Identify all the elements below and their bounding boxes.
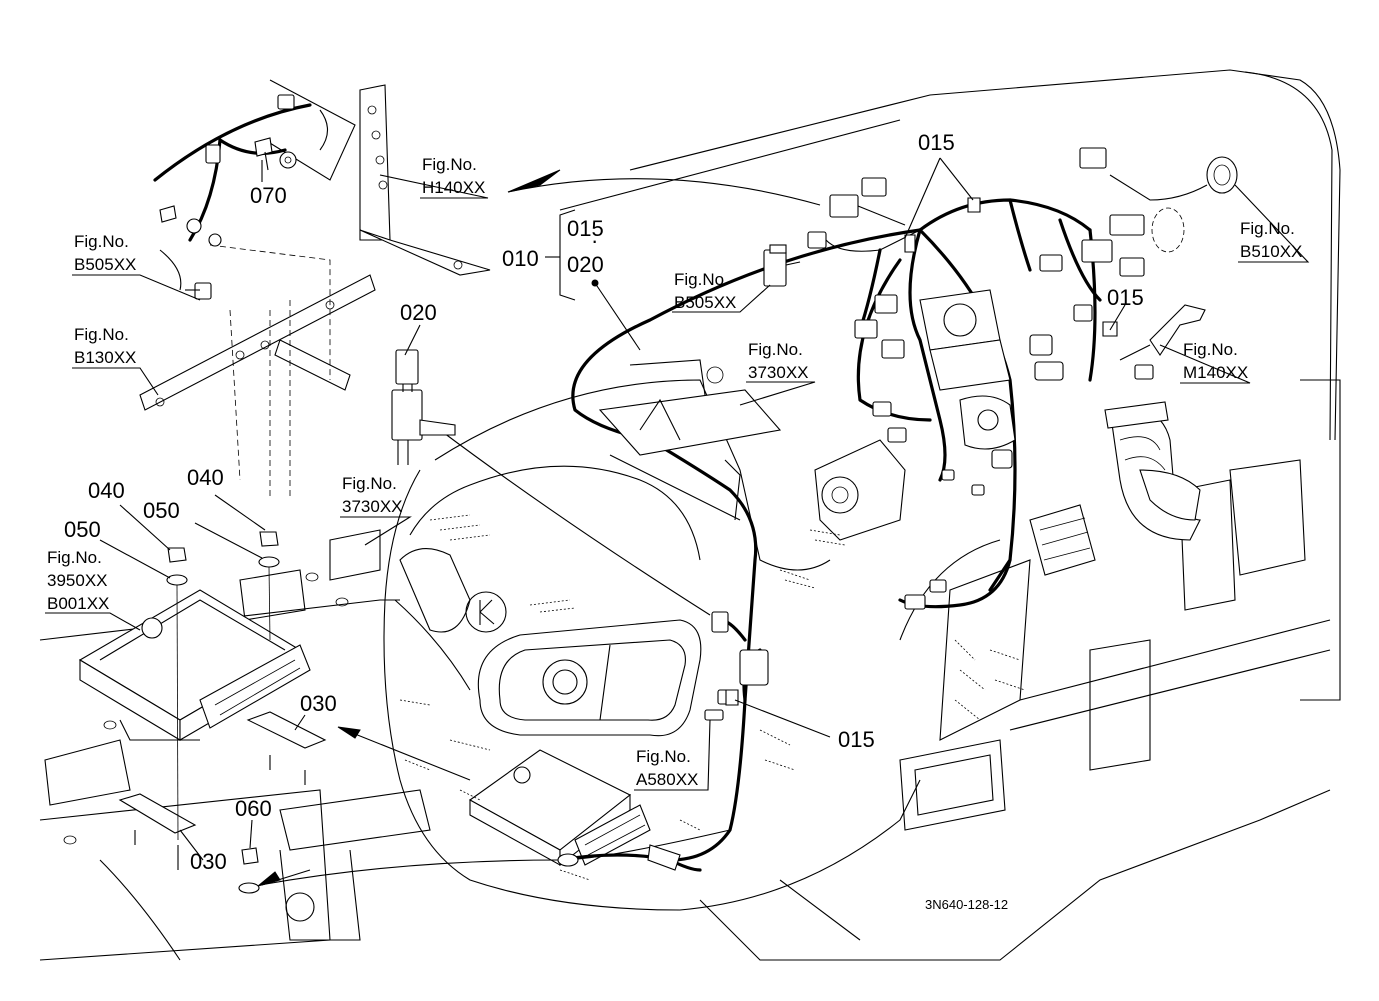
figref-b505-left-code: B505XX: [74, 255, 136, 274]
label-060: 060: [235, 796, 272, 821]
leader-lines: [45, 157, 1310, 887]
fasteners: [134, 531, 306, 894]
figref-b001-code: B001XX: [47, 594, 109, 613]
figref-h140-label: Fig.No.: [422, 155, 477, 174]
label-030-a: 030: [300, 691, 337, 716]
figref-b505-left-label: Fig.No.: [74, 232, 129, 251]
figref-h140-code: H140XX: [422, 178, 485, 197]
label-040-a: 040: [88, 478, 125, 503]
engine-components: [391, 147, 1238, 871]
figref-3730-mid-code: 3730XX: [342, 497, 403, 516]
label-020-left: 020: [400, 300, 437, 325]
figref-b505-center-label: Fig.No.: [674, 270, 729, 289]
labels: 015 015 · 020 010 020 015 015 070 040 04…: [47, 130, 1302, 912]
figref-m140-code: M140XX: [1183, 363, 1248, 382]
figref-3950-code: 3950XX: [47, 571, 108, 590]
figref-b505-center-code: B505XX: [674, 293, 736, 312]
label-015-bottom: 015: [838, 727, 875, 752]
figref-3730-top-label: Fig.No.: [748, 340, 803, 359]
figref-3950-label: Fig.No.: [47, 548, 102, 567]
figref-b130-label: Fig.No.: [74, 325, 129, 344]
figref-3730-top-code: 3730XX: [748, 363, 809, 382]
label-050-a: 050: [64, 517, 101, 542]
figref-b510-label: Fig.No.: [1240, 219, 1295, 238]
label-015-right: 015: [1107, 285, 1144, 310]
label-050-b: 050: [143, 498, 180, 523]
figref-a580-code: A580XX: [636, 770, 698, 789]
figref-b130-code: B130XX: [74, 348, 136, 367]
label-020-bracket: 020: [567, 252, 604, 277]
ecu-center: [468, 749, 651, 867]
top-left-bracket-assembly: [139, 79, 491, 500]
label-015-bracket: 015: [567, 216, 604, 241]
label-030-b: 030: [190, 849, 227, 874]
plate-030-b: [118, 793, 197, 834]
label-015-top: 015: [918, 130, 955, 155]
figref-a580-label: Fig.No.: [636, 747, 691, 766]
figref-m140-label: Fig.No.: [1183, 340, 1238, 359]
label-010: 010: [502, 246, 539, 271]
ecu-left: [78, 589, 311, 741]
figref-b510-code: B510XX: [1240, 242, 1302, 261]
grille-texture: [399, 514, 1026, 881]
label-070: 070: [250, 183, 287, 208]
bracket-dot: ·: [591, 228, 598, 253]
tractor-body: [39, 69, 1341, 961]
figref-3730-mid-label: Fig.No.: [342, 474, 397, 493]
label-040-b: 040: [187, 465, 224, 490]
drawing-code: 3N640-128-12: [925, 897, 1008, 912]
plate-030-a: [246, 711, 327, 749]
